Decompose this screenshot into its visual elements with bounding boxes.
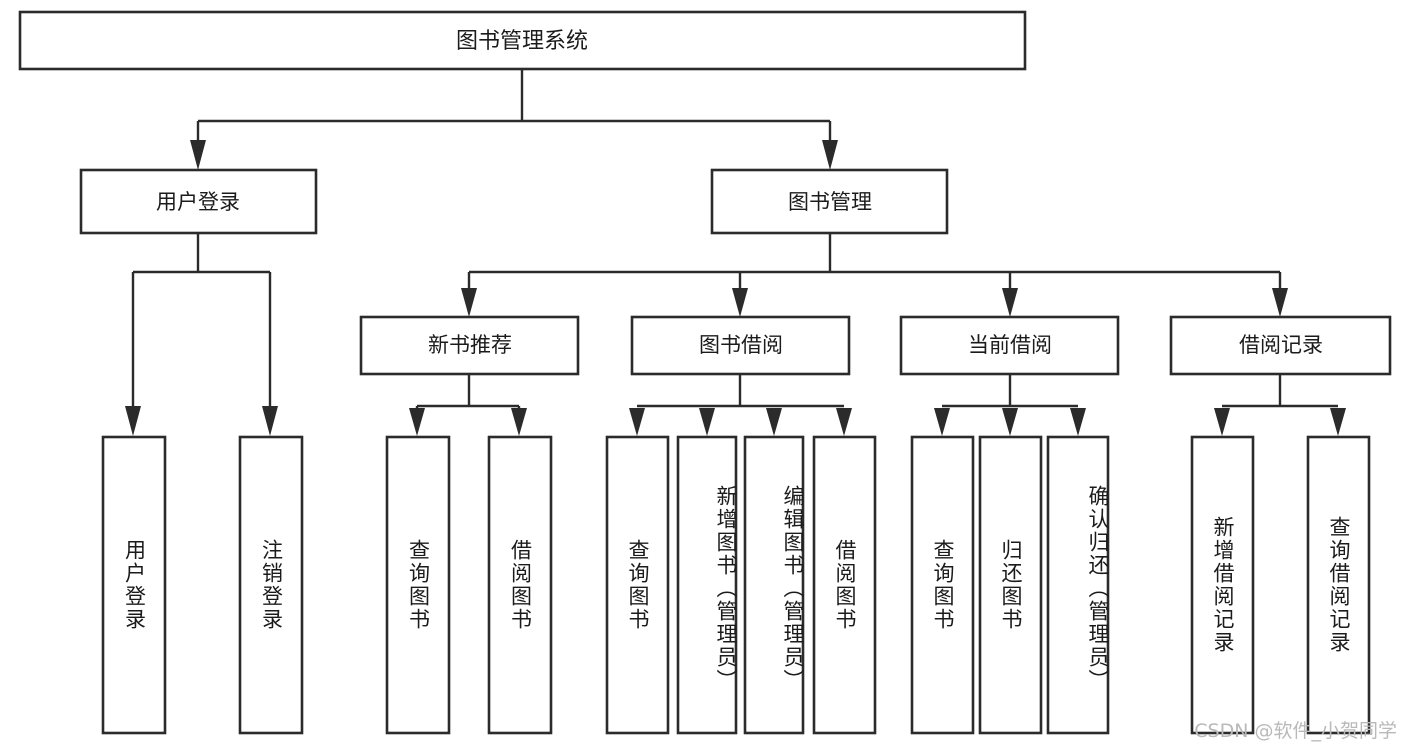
arrow-bookborrow-leaf-3 [766, 408, 782, 436]
node-new-book-recommend[interactable]: 新书推荐 [359, 315, 580, 376]
node-book-management-label: 图书管理 [788, 190, 872, 214]
node-book-management-box[interactable] [710, 168, 949, 235]
arrow-userlogin-leaf-2 [262, 406, 278, 436]
node-borrow-record-box[interactable] [1169, 315, 1392, 376]
arrow-userlogin-leaf-1 [125, 406, 141, 436]
connectors-group [125, 69, 1346, 436]
leaf-box-confirm-return[interactable] [1046, 435, 1110, 735]
arrow-bookmgmt-to-current-borrow [1002, 288, 1018, 317]
arrow-borrowrecord-leaf-2 [1330, 408, 1346, 436]
leaf-box-borrow-book-2[interactable] [812, 435, 877, 735]
arrow-newbook-leaf-2 [511, 408, 527, 436]
leaf-box-query-book-2[interactable] [605, 435, 670, 735]
node-root-box[interactable] [18, 10, 1027, 71]
arrow-currentborrow-leaf-3 [1070, 408, 1086, 436]
leaf-box-user-login[interactable] [101, 435, 167, 735]
node-borrow-record[interactable]: 借阅记录 [1169, 315, 1392, 376]
arrow-root-to-book-management [822, 140, 838, 170]
node-user-login[interactable]: 用户登录 [79, 168, 318, 235]
node-borrow-record-label: 借阅记录 [1239, 333, 1323, 357]
watermark-text: CSDN @软件_小贺同学 [1194, 720, 1397, 742]
node-book-management[interactable]: 图书管理 [710, 168, 949, 235]
leaf-box-query-record[interactable] [1306, 435, 1371, 735]
arrow-root-to-user-login [190, 140, 206, 170]
arrow-bookmgmt-to-book-borrow [732, 288, 748, 317]
node-root[interactable]: 图书管理系统 [18, 10, 1027, 71]
node-new-book-recommend-box[interactable] [359, 315, 580, 376]
arrow-newbook-leaf-1 [409, 408, 425, 436]
leaf-box-query-book-3[interactable] [910, 435, 975, 735]
node-user-login-box[interactable] [79, 168, 318, 235]
leaf-box-return-book[interactable] [978, 435, 1043, 735]
node-root-label: 图书管理系统 [456, 29, 588, 54]
arrow-bookborrow-leaf-2 [699, 408, 715, 436]
arrow-borrowrecord-leaf-1 [1214, 408, 1230, 436]
arrow-bookmgmt-to-new-book [461, 288, 477, 317]
arrow-bookborrow-leaf-4 [836, 408, 852, 436]
node-user-login-label: 用户登录 [156, 190, 240, 214]
arrow-bookborrow-leaf-1 [629, 408, 645, 436]
node-current-borrow-box[interactable] [899, 315, 1120, 376]
arrow-currentborrow-leaf-2 [1002, 408, 1018, 436]
node-new-book-recommend-label: 新书推荐 [428, 333, 512, 357]
arrow-bookmgmt-to-borrow-record [1272, 288, 1288, 317]
leaf-boxes-group [101, 435, 1371, 735]
node-book-borrow[interactable]: 图书借阅 [630, 315, 851, 376]
leaf-box-logout-login[interactable] [238, 435, 304, 735]
node-book-borrow-box[interactable] [630, 315, 851, 376]
node-current-borrow-label: 当前借阅 [968, 333, 1052, 357]
arrow-currentborrow-leaf-1 [934, 408, 950, 436]
leaf-box-edit-book[interactable] [743, 435, 805, 735]
leaf-box-borrow-book-1[interactable] [487, 435, 553, 735]
leaf-box-query-book-1[interactable] [385, 435, 451, 735]
leaf-box-add-record[interactable] [1190, 435, 1255, 735]
leaf-box-add-book[interactable] [676, 435, 738, 735]
node-book-borrow-label: 图书借阅 [699, 333, 783, 357]
node-current-borrow[interactable]: 当前借阅 [899, 315, 1120, 376]
